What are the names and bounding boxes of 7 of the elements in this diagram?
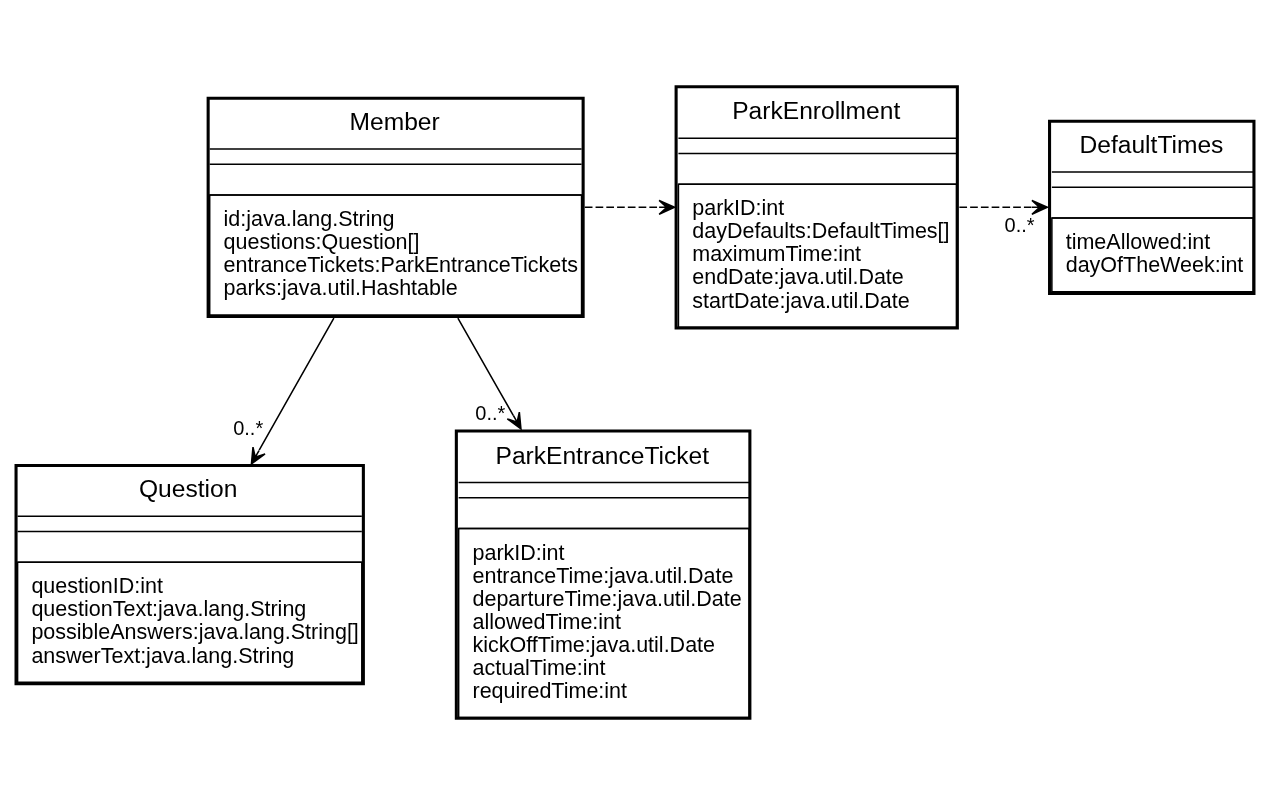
arrow xyxy=(958,199,1049,215)
arrow xyxy=(584,199,676,215)
edge-label: 0..* xyxy=(233,417,264,440)
edge-label: 0..* xyxy=(1004,213,1035,236)
edge-label: 0..* xyxy=(475,401,506,424)
arrow xyxy=(457,317,522,430)
arrow xyxy=(250,317,335,465)
